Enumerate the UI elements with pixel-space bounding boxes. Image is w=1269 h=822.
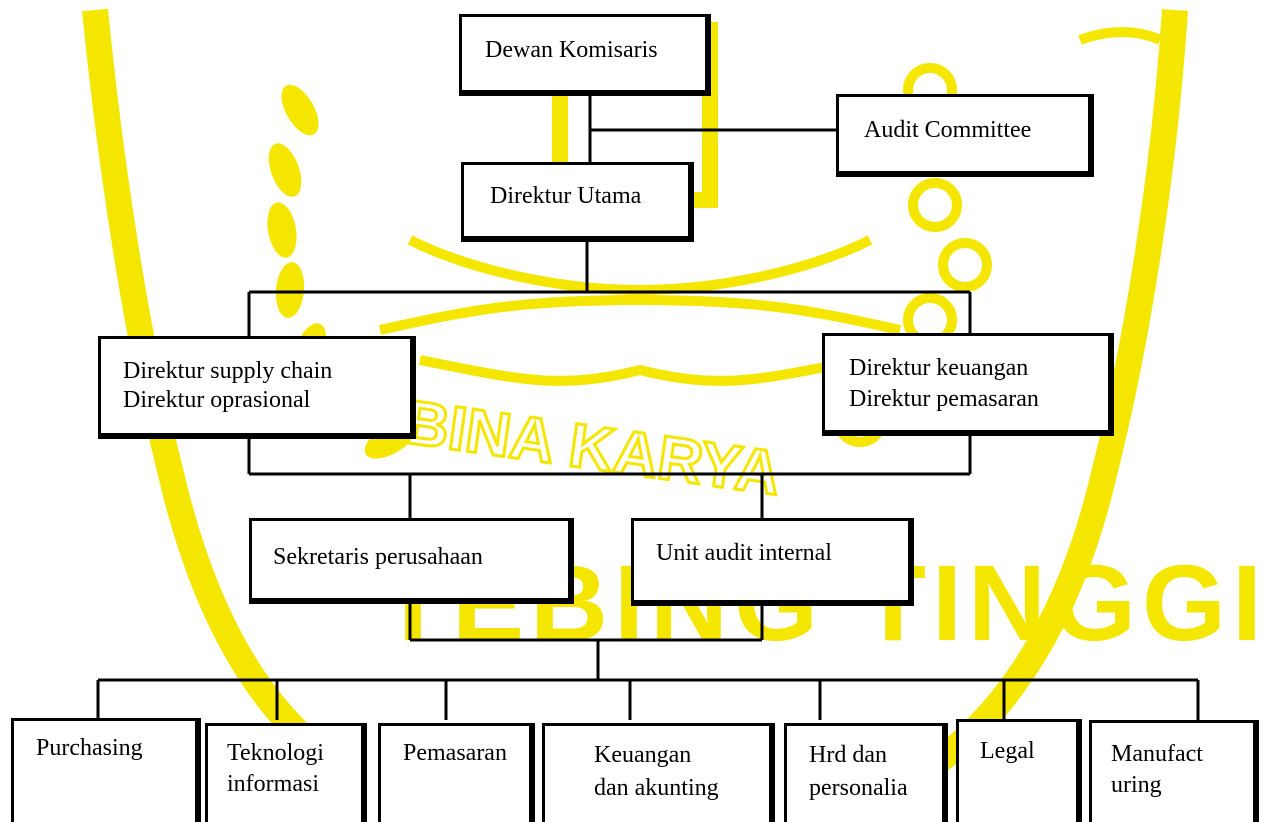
box-direktur-utama-label: Direktur Utama [490, 183, 642, 209]
box-direktur-supply-label-1: Direktur supply chain [123, 358, 333, 384]
box-direktur-keuangan-pemasaran: Direktur keuangan Direktur pemasaran [822, 333, 1114, 436]
box-legal: Legal [956, 719, 1082, 822]
box-manufacturing-label-2: uring [1111, 772, 1162, 798]
box-teknologi-label-2: informasi [227, 771, 319, 797]
box-legal-label: Legal [980, 738, 1035, 764]
box-keuangan-label-2: dan akunting [594, 775, 719, 801]
box-direktur-supply-oprasional: Direktur supply chain Direktur oprasiona… [98, 336, 416, 439]
box-purchasing: Purchasing [11, 718, 201, 822]
box-purchasing-label: Purchasing [36, 735, 143, 761]
box-audit-committee-label: Audit Committee [864, 117, 1032, 143]
box-manufacturing: Manufact uring [1089, 720, 1259, 822]
box-manufacturing-label-1: Manufact [1111, 741, 1203, 767]
box-direktur-keuangan-label-2: Direktur pemasaran [849, 386, 1039, 412]
watermark-shield-outline [82, 8, 1188, 771]
box-direktur-utama: Direktur Utama [461, 162, 694, 242]
box-pemasaran: Pemasaran [378, 723, 535, 822]
box-audit-committee: Audit Committee [836, 94, 1094, 177]
box-sekretaris-label: Sekretaris perusahaan [273, 544, 483, 570]
box-teknologi-informasi: Teknologi informasi [205, 723, 367, 822]
box-dewan-komisaris: Dewan Komisaris [459, 14, 711, 96]
box-keuangan-akunting: Keuangan dan akunting [542, 723, 775, 822]
box-hrd-label-1: Hrd dan [809, 742, 887, 768]
box-keuangan-label-1: Keuangan [594, 742, 692, 768]
box-sekretaris-perusahaan: Sekretaris perusahaan [249, 518, 574, 604]
box-direktur-keuangan-label-1: Direktur keuangan [849, 355, 1029, 381]
box-hrd-personalia: Hrd dan personalia [784, 723, 948, 822]
box-direktur-supply-label-2: Direktur oprasional [123, 387, 311, 413]
box-teknologi-label-1: Teknologi [227, 740, 324, 766]
box-unit-audit-internal: Unit audit internal [631, 518, 914, 606]
box-hrd-label-2: personalia [809, 775, 908, 801]
box-dewan-komisaris-label: Dewan Komisaris [485, 37, 658, 63]
box-pemasaran-label: Pemasaran [403, 740, 507, 766]
box-unit-audit-label: Unit audit internal [656, 540, 832, 566]
